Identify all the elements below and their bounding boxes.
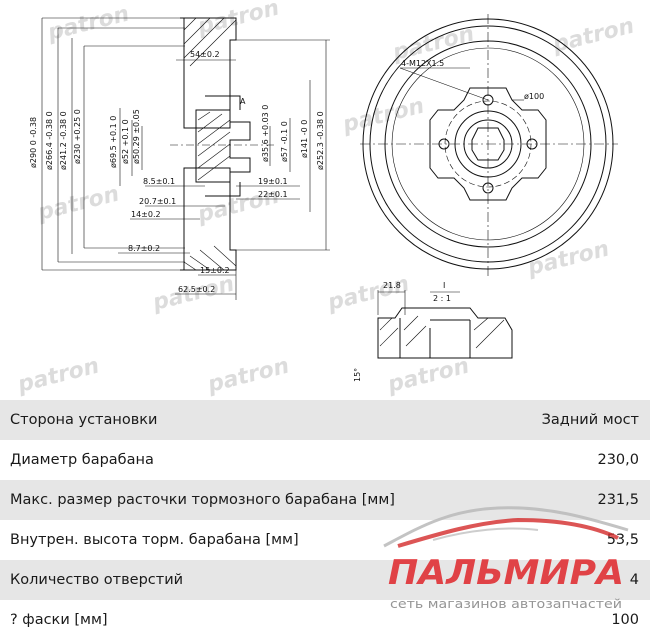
dim-label: ø69.5 +0.1 0 (109, 116, 118, 168)
spec-value: 100 (611, 612, 639, 628)
watermark: patron (14, 354, 101, 399)
spec-value: 230,0 (597, 452, 639, 468)
dim-label: 54±0.2 (190, 50, 220, 59)
detail-view: 21.8 I 2 : 1 15° (353, 281, 513, 382)
dim-label: ø241.2 -0.38 0 (59, 111, 68, 170)
watermark: patron (339, 94, 426, 139)
dim-label: 20.7±0.1 (139, 197, 176, 206)
detail-dim: 21.8 (383, 281, 401, 290)
watermark: patron (44, 2, 131, 47)
palmira-logo: ПАЛЬМИРА сеть магазинов автозапчастей (383, 506, 629, 611)
dim-label: 8.7±0.2 (128, 244, 160, 253)
dim-label: ø52 +0.1 0 (121, 119, 130, 164)
watermark: patron (324, 272, 411, 317)
spec-label: Внутрен. высота торм. барабана [мм] (10, 532, 299, 548)
dim-label: 62.5±0.2 (178, 285, 215, 294)
detail-angle: 15° (353, 368, 362, 382)
pcd-label: ø100 (524, 92, 544, 101)
watermark: patron (34, 182, 121, 227)
watermark: patron (204, 354, 291, 399)
spec-row-holes: Количество отверстий 4 (0, 560, 650, 600)
logo-name: ПАЛЬМИРА (388, 553, 624, 593)
dim-label: ø141 -0 0 (300, 120, 309, 158)
spec-value: 4 (629, 572, 639, 588)
spec-label: Сторона установки (10, 412, 158, 428)
dim-label: ø35.6 +0.03 0 (261, 105, 270, 162)
spec-label: Диаметр барабана (10, 452, 154, 468)
dim-label: 19±0.1 (258, 177, 288, 186)
detail-label: I (443, 281, 445, 290)
dim-label: ø230 +0.25 0 (73, 109, 82, 164)
detail-scale: 2 : 1 (433, 294, 451, 303)
dim-label: ø252.3 -0.38 0 (316, 111, 325, 170)
spec-row-max-bore: Макс. размер расточки тормозного барабан… (0, 480, 650, 520)
watermark: patron (549, 14, 636, 59)
watermark: patron (384, 354, 471, 399)
drum-cross-section: ø290 0 -0.38 ø266.4 -0.38 0 ø241.2 -0.38… (29, 17, 330, 300)
spec-row-diameter: Диаметр барабана 230,0 (0, 440, 650, 480)
spec-row-chamfer: ? фаски [мм] 100 (0, 600, 650, 640)
dim-label: 15±0.2 (200, 266, 230, 275)
dim-label: 14±0.2 (131, 210, 161, 219)
dim-label: ø50.29 ±0.05 (132, 109, 141, 164)
spec-value: 231,5 (597, 492, 639, 508)
section-mark: A (240, 97, 246, 106)
drum-front-view: 4-M12X1.5 ø100 (360, 14, 618, 276)
dim-label: ø266.4 -0.38 0 (45, 111, 54, 170)
bolt-label: 4-M12X1.5 (401, 59, 444, 68)
dim-label: 22±0.1 (258, 190, 288, 199)
dim-label: ø57 -0.1 0 (280, 121, 289, 162)
spec-row-side: Сторона установки Задний мост (0, 400, 650, 440)
spec-value: Задний мост (541, 412, 639, 428)
spec-label: Количество отверстий (10, 572, 184, 588)
dim-label: ø290 0 -0.38 (29, 117, 38, 168)
technical-drawing: patron patron patron patron patron patro… (14, 0, 636, 398)
spec-label: Макс. размер расточки тормозного барабан… (10, 492, 395, 508)
dim-label: 8.5±0.1 (143, 177, 175, 186)
watermark-layer: patron patron patron patron patron patro… (14, 0, 636, 398)
spec-label: ? фаски [мм] (10, 612, 108, 628)
specs-table: Сторона установки Задний мост Диаметр ба… (0, 400, 650, 640)
logo-tagline: сеть магазинов автозапчастей (390, 596, 622, 611)
